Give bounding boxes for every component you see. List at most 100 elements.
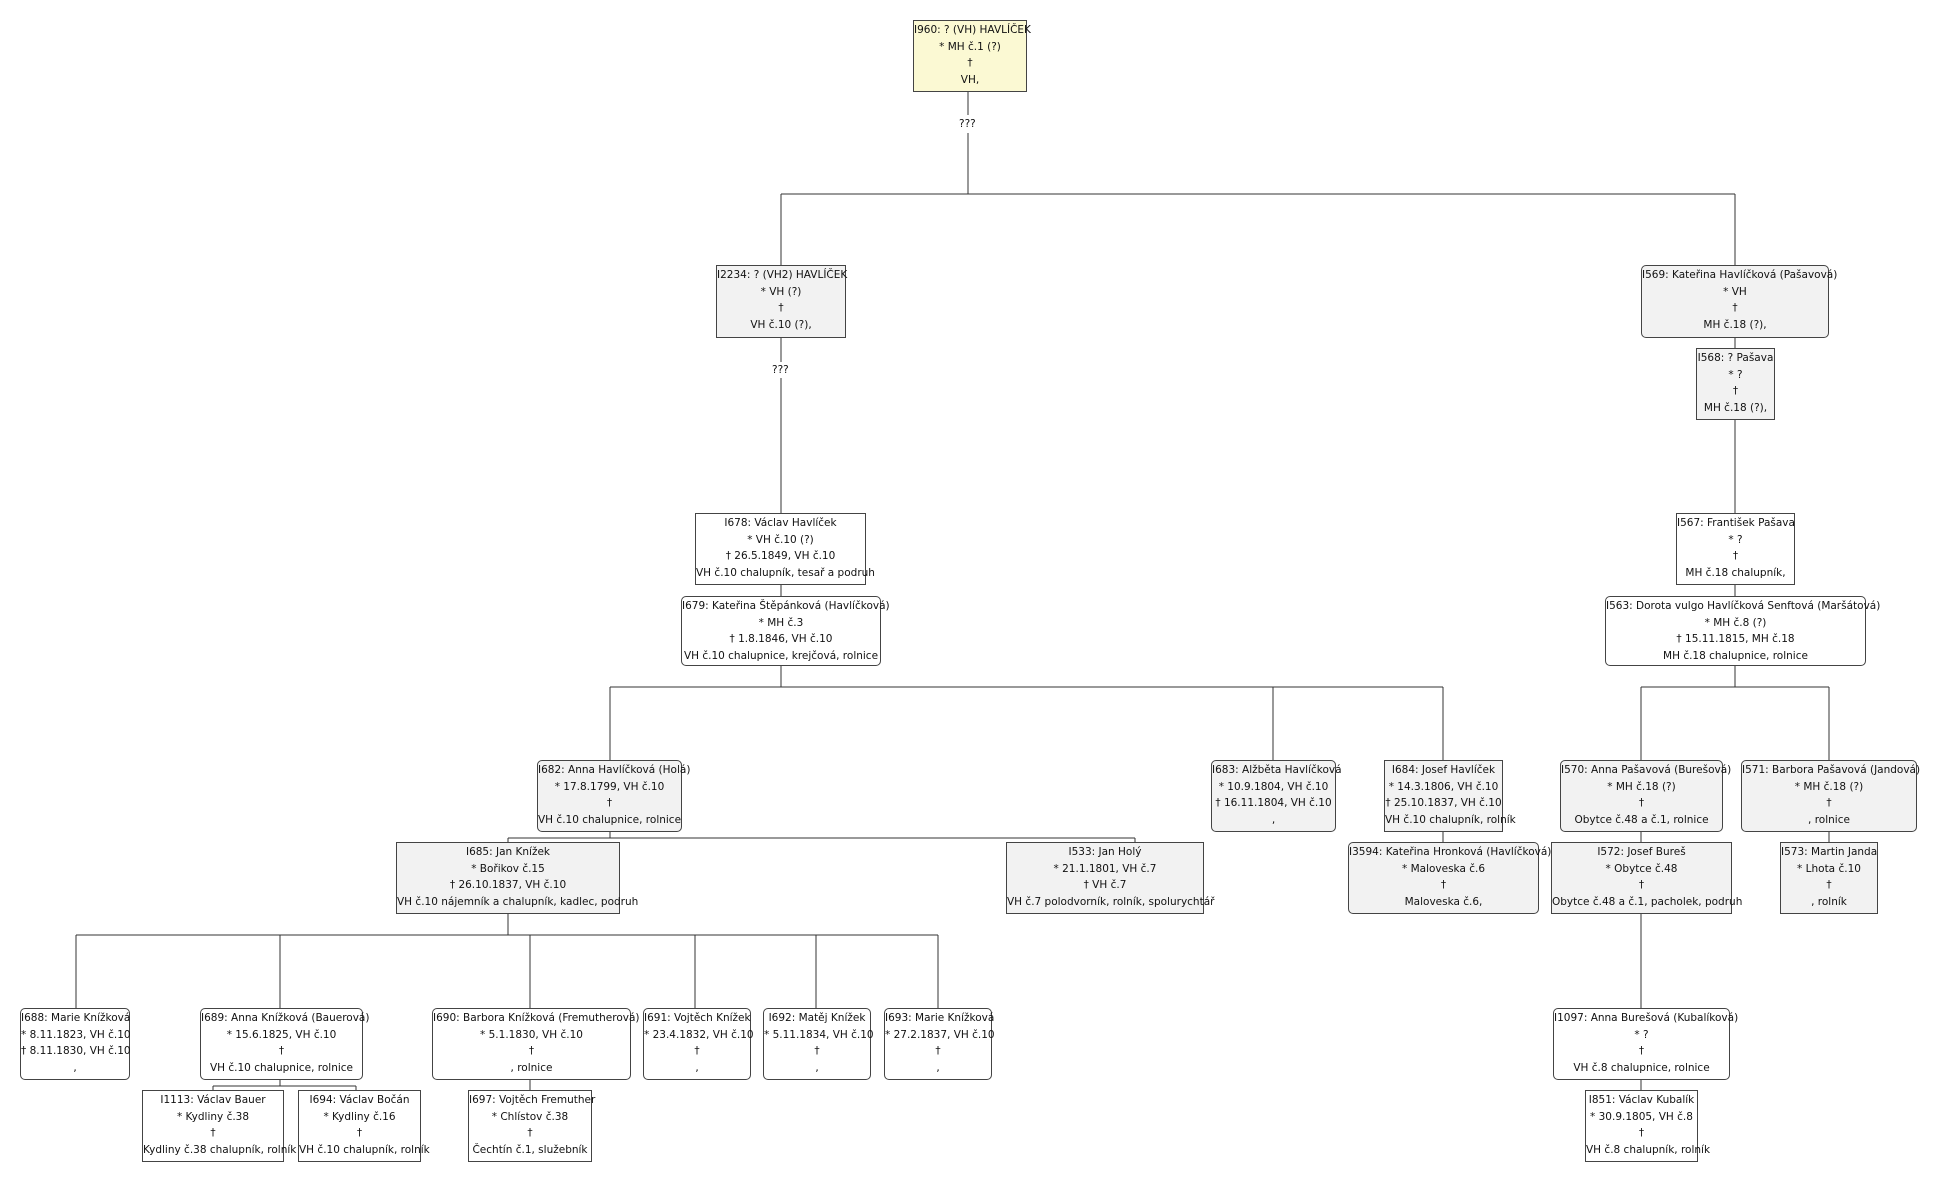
person-name: I694: Václav Bočán	[309, 1094, 410, 1106]
person-box-I563[interactable]: I563: Dorota vulgo Havlíčková Senftová (…	[1605, 596, 1881, 666]
person-birth: * VH (?)	[760, 285, 802, 298]
person-birth: * 30.9.1805, VH č.8	[1590, 1110, 1693, 1123]
person-birth: * MH č.1 (?)	[939, 40, 1001, 53]
person-death: †	[967, 57, 973, 69]
person-residence: ,	[936, 1061, 940, 1074]
person-box-I693[interactable]: I693: Marie Knížková * 27.2.1837, VH č.1…	[884, 1008, 995, 1080]
person-birth: * Chlístov č.38	[491, 1110, 569, 1123]
person-box-I568[interactable]: I568: ? Pašava * ? † MH č.18 (?),	[1696, 348, 1775, 420]
person-box-I533[interactable]: I533: Jan Holý * 21.1.1801, VH č.7 † VH …	[1006, 842, 1215, 914]
person-name: I533: Jan Holý	[1068, 846, 1142, 858]
person-birth: * MH č.3	[758, 616, 804, 629]
person-death: †	[935, 1045, 941, 1057]
person-box-I960[interactable]: I960: ? (VH) HAVLÍČEK * MH č.1 (?) † VH,	[913, 20, 1031, 92]
person-death: † 8.11.1830, VH č.10	[21, 1045, 131, 1057]
person-residence: , rolnice	[510, 1061, 553, 1074]
person-death: †	[278, 1045, 285, 1057]
person-residence: Maloveska č.6,	[1404, 895, 1483, 908]
person-box-I1097[interactable]: I1097: Anna Burešová (Kubalíková) * ? † …	[1553, 1008, 1739, 1080]
person-box-I571[interactable]: I571: Barbora Pašavová (Jandová) * MH č.…	[1741, 760, 1921, 832]
person-death: † 25.10.1837, VH č.10	[1385, 797, 1502, 809]
person-box-I3594[interactable]: I3594: Kateřina Hronková (Havlíčková) * …	[1348, 842, 1551, 914]
person-residence: VH č.7 polodvorník, rolník, spolurychtář	[1007, 895, 1215, 908]
person-box-I692[interactable]: I692: Matěj Knížek * 5.11.1834, VH č.10 …	[763, 1008, 874, 1080]
person-residence: VH č.8 chalupník, rolník	[1586, 1143, 1711, 1156]
person-birth: * Bořikov č.15	[471, 862, 545, 875]
person-box-I691[interactable]: I691: Vojtěch Knížek * 23.4.1832, VH č.1…	[643, 1008, 754, 1080]
person-box-I682[interactable]: I682: Anna Havlíčková (Holá) * 17.8.1799…	[537, 760, 691, 832]
person-box-I1113[interactable]: I1113: Václav Bauer * Kydliny č.38 † Kyd…	[142, 1090, 296, 1162]
unknown-marriage-label: ???	[957, 117, 978, 131]
person-residence: , rolník	[1811, 895, 1847, 908]
person-birth: * 5.11.1834, VH č.10	[764, 1028, 874, 1041]
person-death: † 15.11.1815, MH č.18	[1676, 633, 1795, 645]
person-birth: * MH č.18 (?)	[1607, 780, 1676, 793]
person-box-I694[interactable]: I694: Václav Bočán * Kydliny č.16 † VH č…	[298, 1090, 430, 1162]
person-box-I685[interactable]: I685: Jan Knížek * Bořikov č.15 † 26.10.…	[396, 842, 638, 914]
person-box-I569[interactable]: I569: Kateřina Havlíčková (Pašavová) * V…	[1641, 265, 1838, 338]
person-box-I2234[interactable]: I2234: ? (VH2) HAVLÍČEK * VH (?) † VH č.…	[716, 265, 848, 338]
person-name: I573: Martin Janda	[1781, 846, 1878, 858]
person-death: †	[1638, 879, 1645, 891]
person-name: I571: Barbora Pašavová (Jandová)	[1742, 764, 1921, 776]
person-box-I688[interactable]: I688: Marie Knížková * 8.11.1823, VH č.1…	[20, 1008, 131, 1080]
person-box-I567[interactable]: I567: František Pašava * ? † MH č.18 cha…	[1676, 513, 1795, 585]
person-residence: MH č.18 (?),	[1703, 318, 1767, 331]
person-box-I572[interactable]: I572: Josef Bureš * Obytce č.48 † Obytce…	[1551, 842, 1742, 914]
person-box-I570[interactable]: I570: Anna Pašavová (Burešová) * MH č.18…	[1560, 760, 1732, 832]
person-death: †	[694, 1045, 700, 1057]
person-death: †	[606, 797, 613, 809]
person-residence: ,	[73, 1061, 77, 1074]
person-birth: * VH č.10 (?)	[747, 533, 814, 546]
person-death: †	[1826, 879, 1832, 891]
person-residence: ,	[695, 1061, 699, 1074]
person-box-I697[interactable]: I697: Vojtěch Fremuther * Chlístov č.38 …	[468, 1090, 596, 1162]
person-name: I2234: ? (VH2) HAVLÍČEK	[717, 269, 848, 281]
person-box-I683[interactable]: I683: Alžběta Havlíčková * 10.9.1804, VH…	[1211, 760, 1342, 832]
person-name: I684: Josef Havlíček	[1391, 764, 1496, 776]
person-name: I690: Barbora Knížková (Fremutherová)	[433, 1012, 640, 1024]
person-birth: * Kydliny č.16	[323, 1110, 396, 1123]
person-residence: VH č.10 chalupnice, krejčová, rolnice	[683, 649, 879, 662]
person-name: I563: Dorota vulgo Havlíčková Senftová (…	[1606, 600, 1881, 612]
person-residence: VH č.10 chalupník, tesař a podruh	[696, 566, 875, 579]
person-birth: * 27.2.1837, VH č.10	[885, 1028, 995, 1041]
person-box-I678[interactable]: I678: Václav Havlíček * VH č.10 (?) † 26…	[695, 513, 875, 585]
person-name: I678: Václav Havlíček	[724, 517, 837, 529]
person-death: †	[356, 1127, 363, 1139]
person-death: †	[1638, 1045, 1645, 1057]
person-box-I679[interactable]: I679: Kateřina Štěpánková (Havlíčková) *…	[681, 596, 890, 666]
person-residence: MH č.18 chalupník,	[1685, 566, 1786, 579]
person-birth: * Kydliny č.38	[176, 1110, 250, 1123]
person-box-I689[interactable]: I689: Anna Knížková (Bauerová) * 15.6.18…	[200, 1008, 369, 1080]
person-death: †	[1826, 797, 1832, 809]
person-box-I573[interactable]: I573: Martin Janda * Lhota č.10 † , roln…	[1780, 842, 1878, 914]
person-residence: MH č.18 (?),	[1703, 401, 1768, 414]
person-residence: VH č.8 chalupnice, rolnice	[1573, 1061, 1710, 1074]
person-name: I1113: Václav Bauer	[160, 1094, 266, 1106]
person-box-I684[interactable]: I684: Josef Havlíček * 14.3.1806, VH č.1…	[1384, 760, 1516, 832]
person-name: I697: Vojtěch Fremuther	[469, 1094, 596, 1106]
person-birth: * 17.8.1799, VH č.10	[554, 780, 665, 793]
person-name: I572: Josef Bureš	[1597, 846, 1686, 858]
person-birth: * MH č.8 (?)	[1704, 616, 1767, 629]
person-box-I690[interactable]: I690: Barbora Knížková (Fremutherová) * …	[432, 1008, 640, 1080]
person-name: I569: Kateřina Havlíčková (Pašavová)	[1642, 269, 1838, 281]
person-death: †	[1732, 302, 1738, 314]
person-birth: * ?	[1728, 533, 1743, 546]
person-box-I851[interactable]: I851: Václav Kubalík * 30.9.1805, VH č.8…	[1585, 1090, 1711, 1162]
person-residence: VH č.10 (?),	[750, 318, 812, 331]
person-death: †	[778, 302, 784, 314]
person-death: † 1.8.1846, VH č.10	[729, 633, 833, 645]
person-name: I570: Anna Pašavová (Burešová)	[1561, 764, 1732, 776]
unknown-marriage-label: ???	[770, 363, 791, 377]
person-residence: MH č.18 chalupnice, rolnice	[1663, 649, 1808, 662]
person-name: I1097: Anna Burešová (Kubalíková)	[1554, 1012, 1739, 1024]
person-death: †	[527, 1127, 533, 1139]
person-birth: * ?	[1634, 1028, 1649, 1041]
person-death: †	[1440, 879, 1447, 891]
person-birth: * VH	[1723, 285, 1747, 298]
person-birth: * 14.3.1806, VH č.10	[1388, 780, 1499, 793]
person-name: I682: Anna Havlíčková (Holá)	[538, 764, 691, 776]
